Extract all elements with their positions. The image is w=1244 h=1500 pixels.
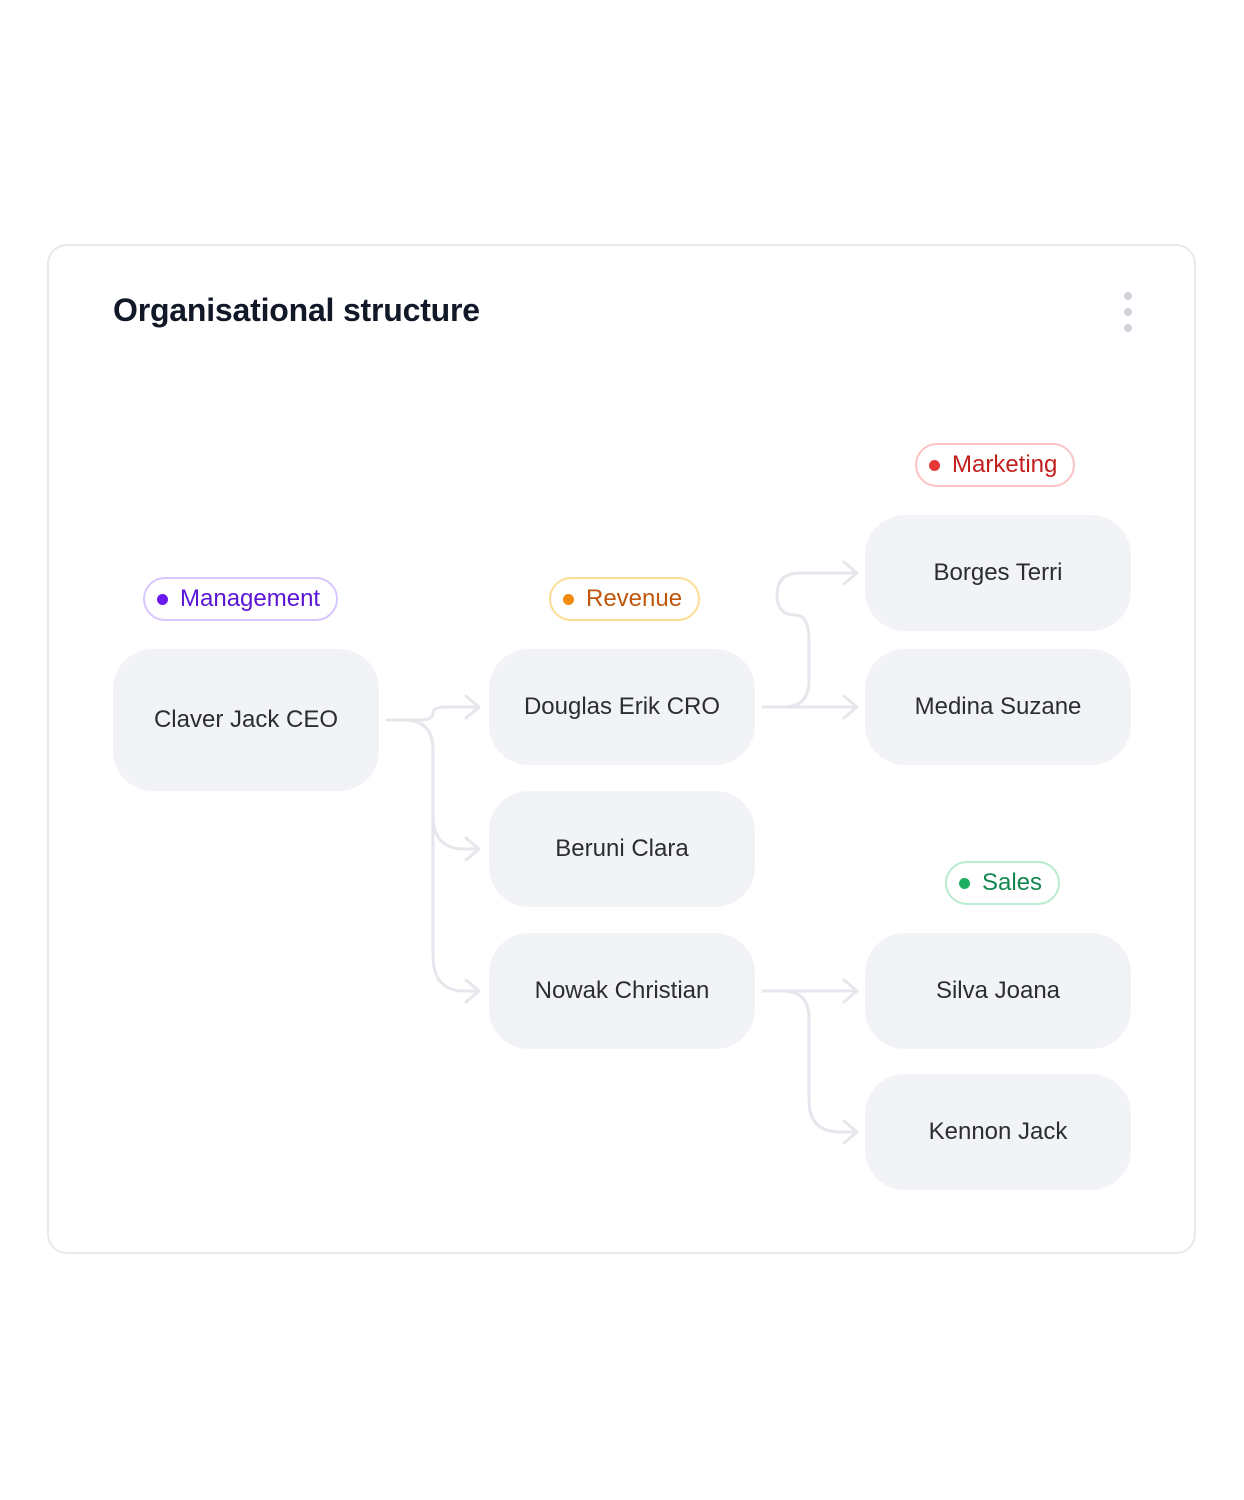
tag-label: Management: [180, 585, 321, 612]
tag-sales: Sales: [945, 861, 1061, 905]
more-vertical-icon[interactable]: [1114, 288, 1142, 336]
node-medina[interactable]: Medina Suzane: [865, 649, 1131, 765]
node-borges[interactable]: Borges Terri: [865, 515, 1131, 631]
arrow-head: [464, 836, 481, 862]
arrow-head: [842, 694, 859, 720]
node-ceo[interactable]: Claver Jack CEO: [113, 649, 379, 791]
tag-revenue: Revenue: [549, 577, 701, 621]
arrow-head: [842, 978, 859, 1004]
node-nowak[interactable]: Nowak Christian: [489, 933, 755, 1049]
arrow-head: [842, 560, 859, 586]
menu-dot: [1124, 324, 1132, 332]
arrow-head: [464, 694, 481, 720]
node-cro[interactable]: Douglas Erik CRO: [489, 649, 755, 765]
status-dot: [157, 593, 168, 605]
node-kennon[interactable]: Kennon Jack: [865, 1074, 1131, 1190]
status-dot: [563, 593, 574, 605]
connector-ceo-cro: [385, 705, 480, 722]
connector-cro-borges: [761, 571, 858, 709]
tag-label: Sales: [982, 869, 1043, 896]
tag-management: Management: [143, 577, 339, 621]
status-dot: [959, 877, 970, 889]
node-silva[interactable]: Silva Joana: [865, 933, 1131, 1049]
connector-ceo-nowak: [385, 718, 480, 993]
node-beruni[interactable]: Beruni Clara: [489, 791, 755, 907]
menu-dot: [1124, 308, 1132, 316]
tag-label: Marketing: [952, 451, 1058, 478]
connector-nowak-kennon: [761, 989, 858, 1134]
arrow-head: [464, 978, 481, 1004]
arrow-head: [842, 1119, 859, 1145]
menu-dot: [1124, 292, 1132, 300]
status-dot: [929, 459, 940, 471]
card-title: Organisational structure: [113, 292, 480, 328]
tag-label: Revenue: [586, 585, 683, 612]
tag-marketing: Marketing: [915, 443, 1076, 487]
